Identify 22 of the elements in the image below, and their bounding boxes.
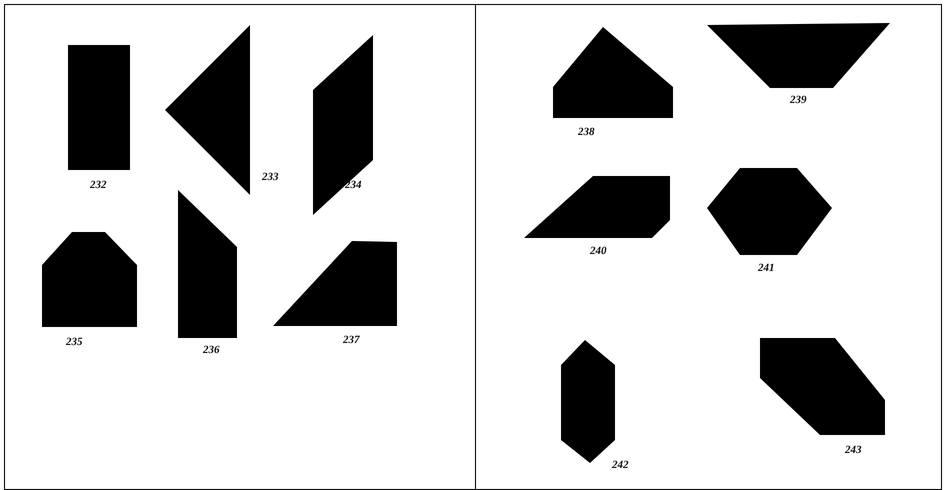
figure-number: 242 [612, 460, 628, 471]
trapezoid-silhouette [707, 23, 890, 88]
figure-number: 243 [845, 445, 862, 456]
figure-number: 239 [790, 95, 806, 106]
hexagon-silhouette [760, 338, 885, 435]
figure-number: 236 [203, 345, 220, 356]
trapezoid-silhouette [524, 176, 670, 238]
figure-number: 232 [90, 180, 106, 191]
figure-number: 235 [66, 337, 82, 348]
trapezoid-silhouette [178, 190, 237, 338]
triangle-silhouette [165, 25, 250, 195]
figure-number: 241 [758, 263, 774, 274]
figure-number: 237 [343, 335, 360, 346]
trapezoid-silhouette [273, 241, 397, 326]
figure-number: 238 [578, 127, 594, 138]
rectangle-silhouette [68, 45, 130, 170]
figure-number: 240 [590, 246, 606, 257]
hexagon-silhouette [707, 168, 832, 255]
pentagon-silhouette [553, 27, 673, 118]
parallelogram-silhouette [313, 35, 373, 215]
figure-number: 233 [262, 172, 278, 183]
pentagon-silhouette [42, 232, 137, 327]
